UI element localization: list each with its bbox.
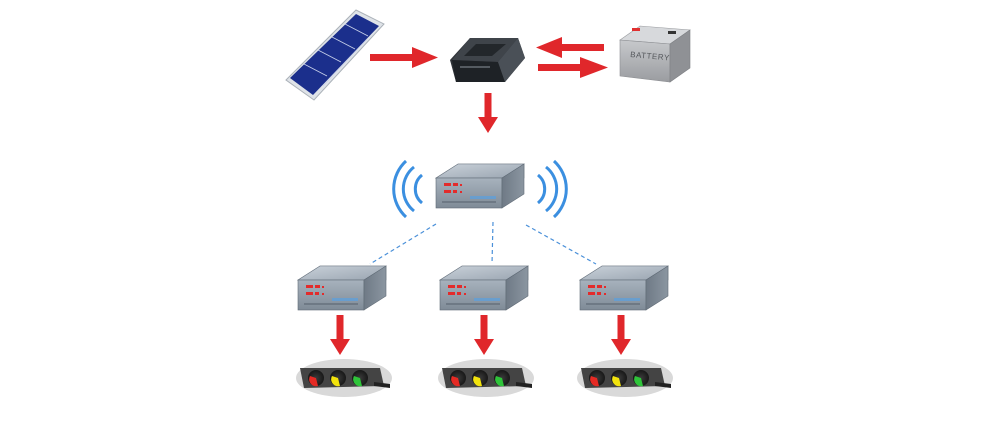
link-to-unit-1 (369, 223, 437, 265)
wireless-hub-icon (435, 163, 525, 209)
wireless-links (369, 221, 597, 265)
wifi-signal-right-icon (536, 159, 568, 219)
arrow-controller-to-battery (538, 57, 608, 78)
controller-unit-icon (297, 265, 387, 311)
traffic-light-icon (296, 359, 392, 397)
arrow-unit-to-light (474, 315, 494, 355)
controller-unit-icon (579, 265, 669, 311)
traffic-light-icon (577, 359, 673, 397)
link-to-unit-2 (491, 221, 494, 265)
arrow-solar-to-controller (370, 47, 438, 68)
charge-controller-icon (450, 38, 525, 82)
traffic-light-icon (438, 359, 534, 397)
arrow-unit-to-light (611, 315, 631, 355)
arrow-unit-to-light (330, 315, 350, 355)
battery-icon: BATTERY (619, 25, 691, 83)
link-to-unit-3 (525, 224, 597, 265)
arrow-controller-to-hub (478, 93, 498, 133)
battery-label: BATTERY (630, 50, 670, 62)
wifi-signal-left-icon (392, 159, 424, 219)
solar-panel-icon (285, 9, 385, 101)
controller-unit-icon (439, 265, 529, 311)
arrow-battery-to-controller (536, 37, 604, 58)
